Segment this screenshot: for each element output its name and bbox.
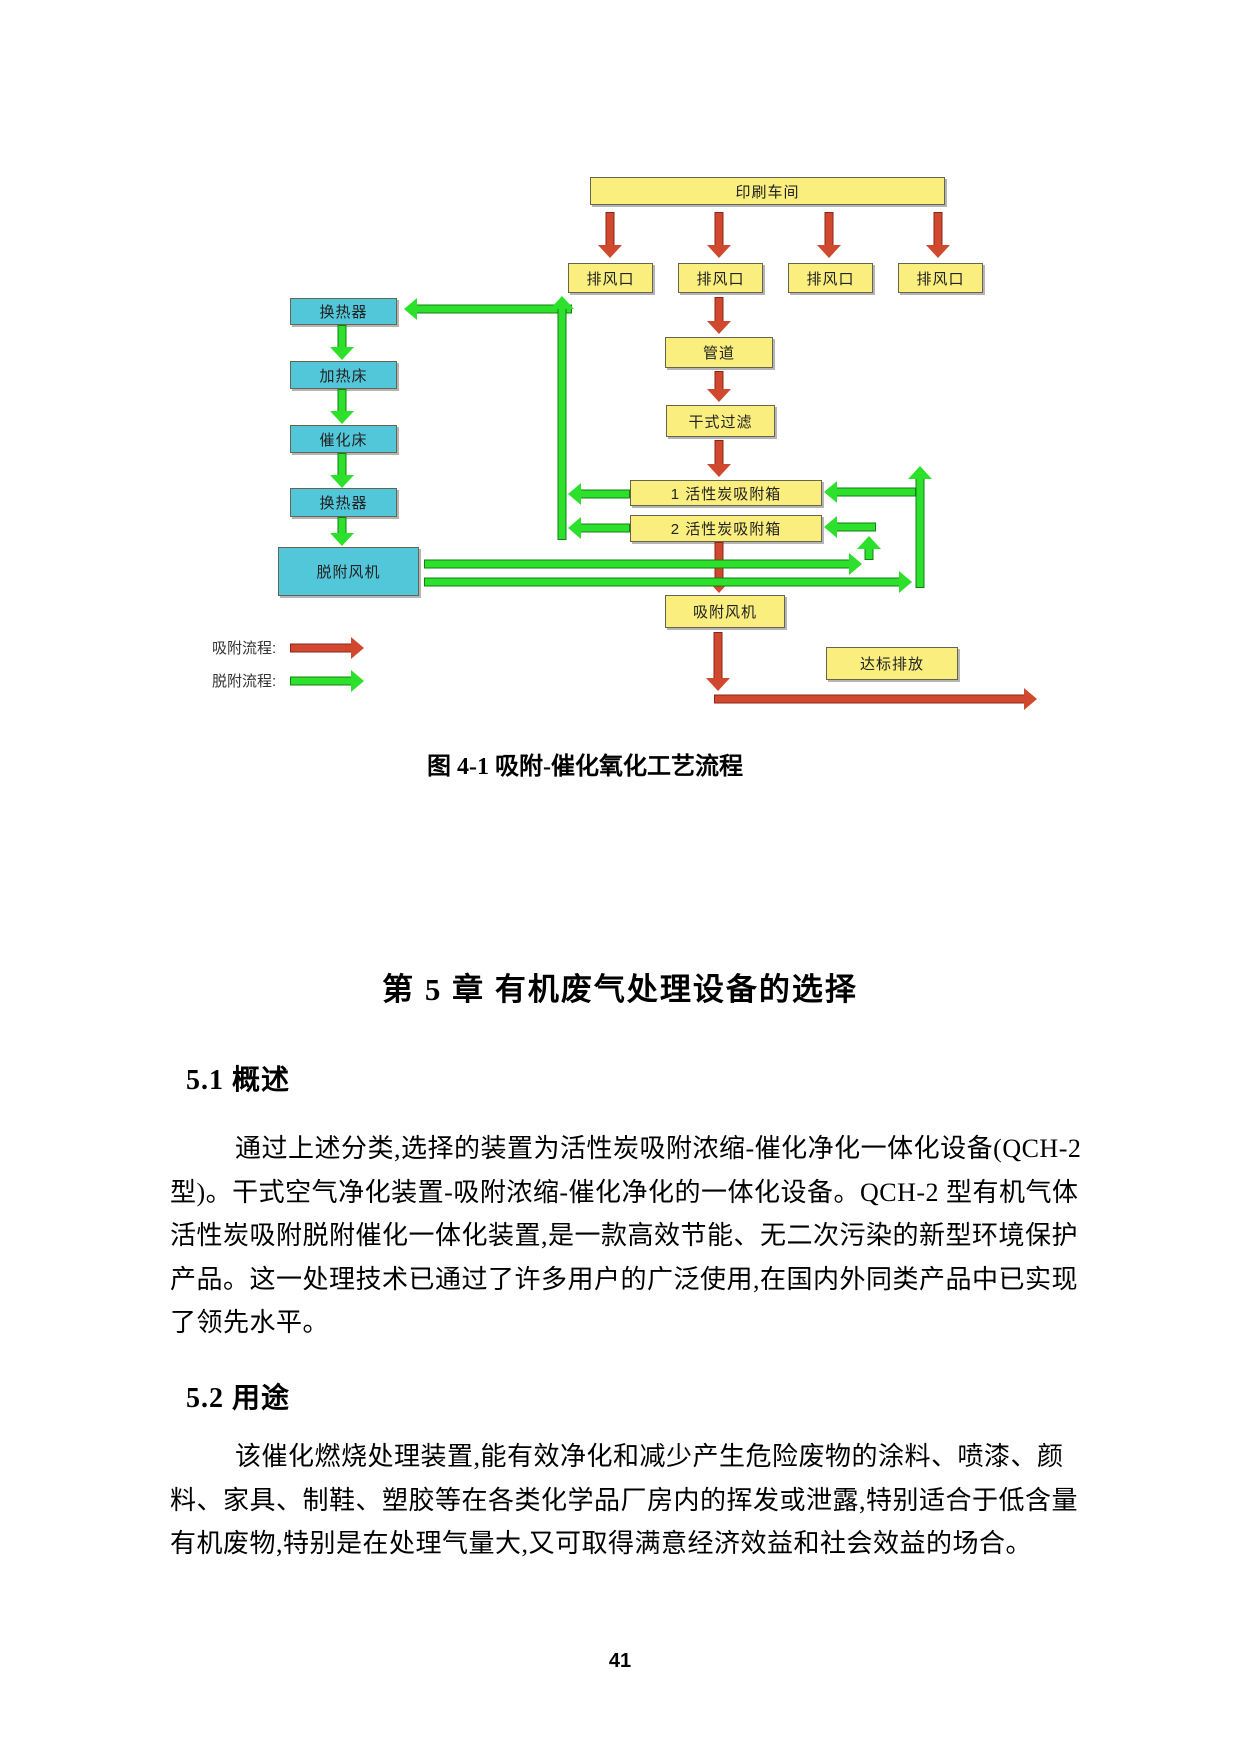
arrow-desorption-fan-out-2 [424, 570, 912, 594]
paragraph-line: 活性炭吸附脱附催化一体化装置,是一款高效节能、无二次污染的新型环境保护 [170, 1221, 1079, 1250]
arrow-workshop-to-vent1 [597, 212, 623, 258]
arrow-vertical-right-riser [907, 466, 933, 588]
arrow-desorption-fan-out-1 [424, 552, 862, 576]
node-standard-discharge: 达标排放 [826, 647, 958, 680]
arrow-short-riser [856, 536, 882, 560]
section-heading-5-2: 5.2 用途 [186, 1383, 291, 1414]
arrow-box1-out-left [568, 482, 630, 506]
arrow-workshop-to-vent2 [706, 212, 732, 258]
legend-adsorption-label: 吸附流程: [212, 640, 277, 657]
arrow-heating-to-catalytic [329, 389, 355, 424]
paragraph-line: 有机废物,特别是在处理气量大,又可取得满意经济效益和社会效益的场合。 [170, 1529, 1033, 1558]
node-adsorption-fan: 吸附风机 [665, 595, 785, 628]
section-5-1-paragraph: 通过上述分类,选择的装置为活性炭吸附浓缩-催化净化一体化设备(QCH-2 型)。… [170, 1127, 1082, 1345]
arrow-workshop-to-vent3 [816, 212, 842, 258]
node-carbon-adsorption-box-1: 1 活性炭吸附箱 [630, 480, 822, 506]
node-exhaust-vent-2: 排风口 [678, 263, 763, 293]
arrow-workshop-to-vent4 [925, 212, 951, 258]
node-exhaust-vent-4: 排风口 [898, 263, 983, 293]
figure-caption: 图 4-1 吸附-催化氧化工艺流程 [427, 754, 743, 780]
page-number: 41 [608, 1650, 632, 1672]
arrow-hx2-to-desorption-fan [329, 517, 355, 546]
arrow-adsorption-fan-down [705, 632, 731, 691]
legend-desorption-arrow-icon [290, 669, 364, 693]
arrow-box2-out-left [568, 516, 630, 540]
node-printing-workshop: 印刷车间 [590, 177, 945, 205]
legend-desorption-label: 脱附流程: [212, 673, 277, 690]
arrow-discharge-out [714, 687, 1037, 711]
section-5-2-paragraph: 该催化燃烧处理装置,能有效净化和减少产生危险废物的涂料、喷漆、颜 料、家具、制鞋… [170, 1435, 1079, 1566]
arrow-vertical-left-riser [549, 296, 575, 540]
node-dry-filter: 干式过滤 [666, 405, 775, 437]
paragraph-line: 型)。干式空气净化装置-吸附浓缩-催化净化的一体化设备。QCH-2 型有机气体 [170, 1177, 1079, 1207]
paragraph-line: 料、家具、制鞋、塑胶等在各类化学品厂房内的挥发或泄露,特别适合于低含量 [170, 1485, 1079, 1515]
legend-adsorption-arrow-icon [290, 636, 364, 660]
paragraph-line: 通过上述分类,选择的装置为活性炭吸附浓缩-催化净化一体化设备(QCH-2 [235, 1134, 1082, 1163]
node-pipe: 管道 [665, 337, 773, 368]
arrow-to-heat-exchanger-1 [404, 297, 572, 321]
section-heading-5-1: 5.1 概述 [186, 1065, 291, 1096]
arrow-dryfilter-to-box1 [706, 440, 732, 477]
arrow-hx1-to-heating-bed [329, 325, 355, 360]
node-exhaust-vent-3: 排风口 [788, 263, 873, 293]
node-desorption-fan: 脱附风机 [278, 547, 419, 596]
paragraph-line: 了领先水平。 [170, 1308, 330, 1337]
chapter-title: 第 5 章 有机废气处理设备的选择 [382, 972, 858, 1007]
arrow-pipe-to-dryfilter [706, 371, 732, 402]
node-catalytic-bed: 催化床 [290, 425, 397, 453]
arrow-box1-in-right [824, 480, 916, 504]
arrow-catalytic-to-hx2 [329, 453, 355, 488]
node-heat-exchanger-2: 换热器 [290, 488, 397, 517]
node-heat-exchanger-1: 换热器 [290, 298, 397, 325]
node-carbon-adsorption-box-2: 2 活性炭吸附箱 [630, 515, 822, 542]
node-heating-bed: 加热床 [290, 361, 397, 389]
arrow-vent-to-pipe [706, 297, 732, 334]
node-exhaust-vent-1: 排风口 [568, 263, 653, 293]
paragraph-line: 产品。这一处理技术已通过了许多用户的广泛使用,在国内外同类产品中已实现 [170, 1264, 1079, 1294]
arrow-box2-in-right [824, 515, 876, 539]
paragraph-line: 该催化燃烧处理装置,能有效净化和减少产生危险废物的涂料、喷漆、颜 [235, 1442, 1064, 1471]
